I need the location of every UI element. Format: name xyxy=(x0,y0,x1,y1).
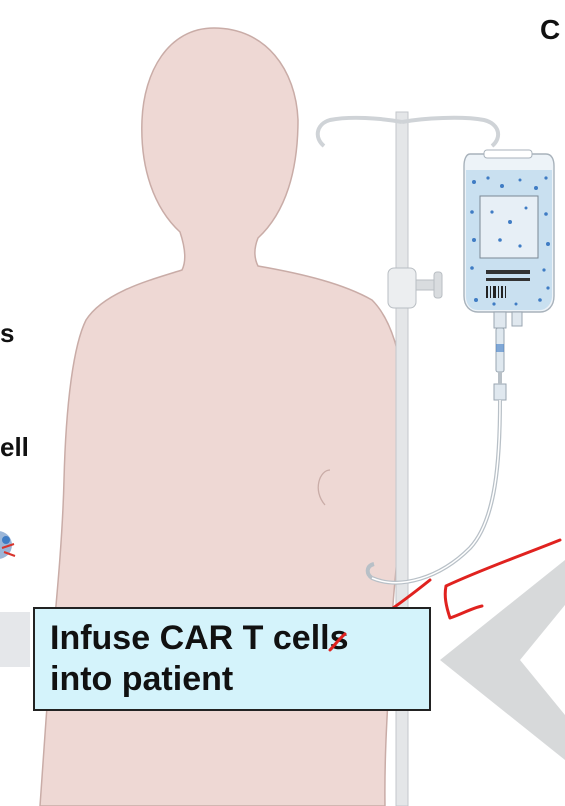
fragment-left-lower: ell xyxy=(0,432,29,463)
caption-line-2: into patient xyxy=(50,659,429,700)
fragment-left-upper: s xyxy=(0,318,14,349)
iv-bag xyxy=(464,150,554,312)
gray-process-arrow xyxy=(440,560,565,760)
partial-panel-edge xyxy=(0,612,30,667)
caption-line-1: Infuse CAR T cells xyxy=(50,618,429,659)
caption-box: Infuse CAR T cells into patient xyxy=(33,607,431,711)
fragment-top-right: C xyxy=(540,14,560,46)
partial-cell-graphic xyxy=(0,531,15,559)
